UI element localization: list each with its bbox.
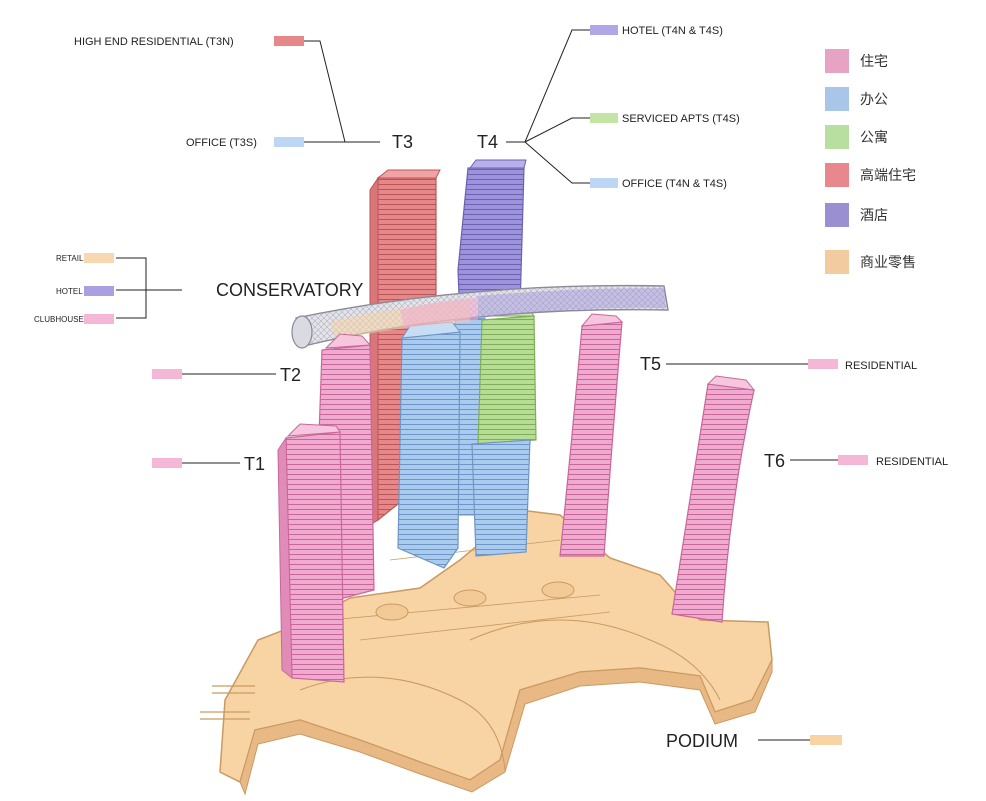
label-conservatory: CONSERVATORY xyxy=(216,280,363,300)
label-office-t3s: OFFICE (T3S) xyxy=(186,137,257,149)
label-podium: PODIUM xyxy=(666,731,738,751)
label-t2: T2 xyxy=(280,365,301,385)
swatch-t2 xyxy=(152,369,182,379)
legend-label-1: 办公 xyxy=(860,92,888,108)
label-hotel-t4: HOTEL (T4N & T4S) xyxy=(622,25,723,37)
legend-label-3: 高端住宅 xyxy=(860,167,916,184)
label-residential-t6: RESIDENTIAL xyxy=(876,456,948,468)
tower-t6 xyxy=(671,375,756,623)
swatch-hotel xyxy=(84,286,114,296)
label-high-end-residential: HIGH END RESIDENTIAL (T3N) xyxy=(74,36,234,48)
legend-swatch-5 xyxy=(825,250,849,274)
swatch-office-t3s xyxy=(274,137,304,147)
label-office-t4: OFFICE (T4N & T4S) xyxy=(622,178,727,190)
label-retail: RETAIL xyxy=(56,254,84,263)
swatch-hotel-t4 xyxy=(590,25,618,35)
conservatory xyxy=(291,284,669,349)
label-clubhouse: CLUBHOUSE xyxy=(34,315,84,324)
legend-swatch-3 xyxy=(825,163,849,187)
swatch-podium xyxy=(810,735,842,745)
tower-t1 xyxy=(277,423,345,683)
leader-lines xyxy=(116,29,838,741)
legend-label-2: 公寓 xyxy=(860,129,888,146)
legend-label-4: 酒店 xyxy=(860,208,888,224)
label-residential-t5: RESIDENTIAL xyxy=(845,360,917,372)
swatch-retail xyxy=(84,253,114,263)
swatch-residential-t5 xyxy=(808,359,838,369)
swatch-serviced-apts xyxy=(590,113,618,123)
label-t5: T5 xyxy=(640,354,661,374)
legend-label-0: 住宅 xyxy=(860,54,888,70)
label-t1: T1 xyxy=(244,454,265,474)
swatch-residential-t6 xyxy=(838,455,868,465)
swatch-office-t4 xyxy=(590,178,618,188)
podium xyxy=(200,509,773,796)
label-serviced-apts: SERVICED APTS (T4S) xyxy=(622,113,740,125)
legend-label-5: 商业零售 xyxy=(860,255,916,271)
legend-swatch-0 xyxy=(825,49,849,73)
label-hotel: HOTEL xyxy=(56,287,83,296)
label-t4: T4 xyxy=(477,132,498,152)
label-t3: T3 xyxy=(392,132,413,152)
swatch-clubhouse xyxy=(84,314,114,324)
swatch-t1 xyxy=(152,458,182,468)
tower-office-t3s xyxy=(397,321,461,569)
legend-swatch-1 xyxy=(825,87,849,111)
legend-swatch-4 xyxy=(825,203,849,227)
tower-t5 xyxy=(559,313,624,557)
legend-swatch-2 xyxy=(825,125,849,149)
label-t6: T6 xyxy=(764,451,785,471)
legend: 住宅 办公 公寓 高端住宅 酒店 商业零售 xyxy=(825,49,916,274)
swatch-high-end-residential xyxy=(274,36,304,46)
tower-t4 xyxy=(451,159,537,557)
